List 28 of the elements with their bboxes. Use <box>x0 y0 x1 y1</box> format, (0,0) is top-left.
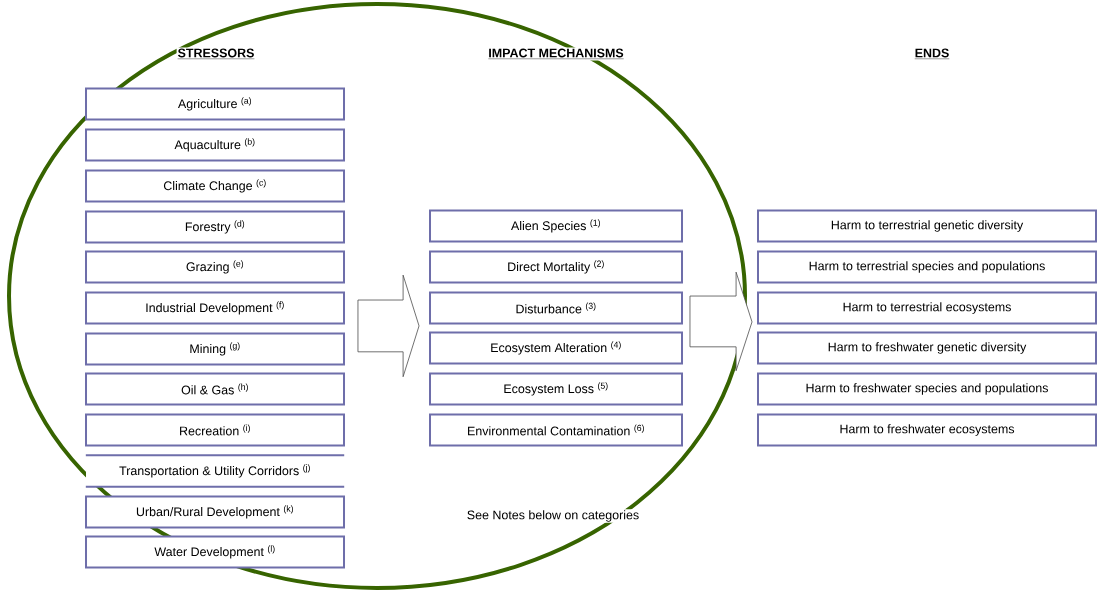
stressor-box: Urban/Rural Development $^{(k)}$ <box>85 495 345 529</box>
mechanism-box: Environmental Contamination $^{(6)}$ <box>429 413 683 447</box>
end-box: Harm to freshwater ecosystems <box>757 413 1097 447</box>
stressor-box: Climate Change $^{(c)}$ <box>85 169 345 203</box>
stressor-box: Agriculture $^{(a)}$ <box>85 87 345 121</box>
mechanism-box: Ecosystem Loss $^{(5)}$ <box>429 372 683 406</box>
mechanism-box: Disturbance $^{(3)}$ <box>429 291 683 325</box>
note-text: See Notes below on categories <box>465 509 641 523</box>
block-arrow <box>689 271 753 372</box>
mechanism-box: Direct Mortality $^{(2)}$ <box>429 250 683 284</box>
stressor-box: Industrial Development $^{(f)}$ <box>85 291 345 325</box>
mechanism-box: Alien Species $^{(1)}$ <box>429 209 683 243</box>
stressor-box: Forestry $^{(d)}$ <box>85 210 345 244</box>
node-label: Transportation & Utility Corridors $^{(j)}$ <box>119 464 310 478</box>
end-box: Harm to terrestrial genetic diversity <box>757 209 1097 243</box>
stressor-box: Aquaculture $^{(b)}$ <box>85 128 345 162</box>
stressor-box: Grazing $^{(e)}$ <box>85 250 345 284</box>
stressor-box: Transportation & Utility Corridors $^{(j)}$ <box>84 454 346 488</box>
stressor-box: Oil & Gas $^{(h)}$ <box>85 372 345 406</box>
end-box: Harm to freshwater species and populations <box>757 372 1097 406</box>
mechanism-box: Ecosystem Alteration $^{(4)}$ <box>429 331 683 365</box>
stressor-box: Mining $^{(g)}$ <box>85 332 345 366</box>
stressor-box: Water Development $^{(l)}$ <box>85 535 345 569</box>
stressor-box: Recreation $^{(i)}$ <box>85 413 345 447</box>
end-box: Harm to freshwater genetic diversity <box>757 331 1097 365</box>
end-box: Harm to terrestrial ecosystems <box>757 291 1097 325</box>
end-box: Harm to terrestrial species and populations <box>757 250 1097 284</box>
block-arrow <box>357 274 420 378</box>
